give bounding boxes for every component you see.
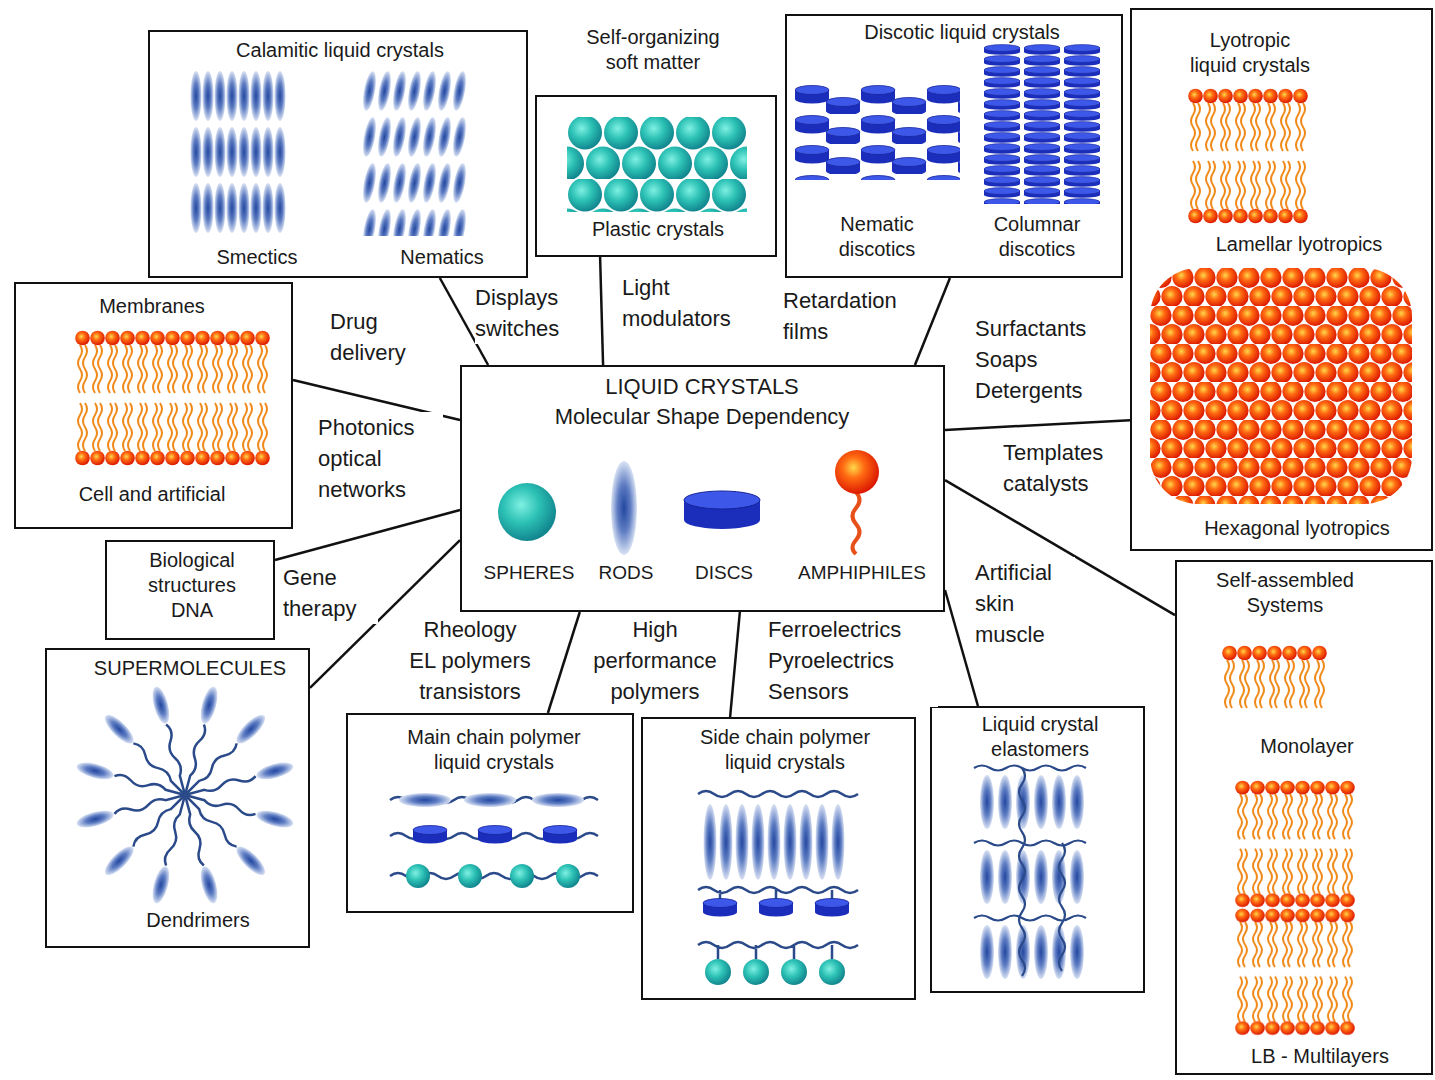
elastomer-figure (974, 766, 1086, 983)
application-label: High performance polymers (590, 614, 720, 707)
box-label: Nematic discotics (822, 212, 932, 262)
application-label: Templates catalysts (1003, 437, 1128, 499)
category-box: Lyotropic liquid crystalsLamellar lyotro… (1130, 8, 1433, 551)
multilayer-figure (1235, 780, 1355, 1036)
application-label: Artificial skin muscle (975, 557, 1075, 650)
category-box: Calamitic liquid crystalsSmectics Nematic… (148, 30, 528, 278)
nematic-figure (362, 68, 467, 236)
application-label: Light modulators (622, 272, 752, 334)
lamellar-figure (1188, 88, 1308, 224)
category-box: MembranesCell and artificial (14, 282, 293, 529)
box-title: Biological structures DNA (137, 548, 247, 623)
smectic-figure (190, 68, 286, 236)
box-title: Calamitic liquid crystals (236, 38, 444, 63)
connector-line (275, 510, 460, 560)
box-label: SPHERES (484, 561, 575, 585)
category-box: Discotic liquid crystalsNematic discotic… (785, 14, 1123, 278)
box-title: Liquid crystal elastomers (955, 712, 1125, 762)
box-title: LIQUID CRYSTALS (605, 373, 799, 401)
box-label: Cell and artificial (79, 482, 226, 507)
category-box: Main chain polymer liquid crystals (346, 713, 634, 913)
box-label: DISCS (695, 561, 753, 585)
box-label: Dendrimers (146, 908, 249, 933)
main-chain-figure (390, 793, 598, 888)
category-box: Side chain polymer liquid crystals (641, 717, 916, 1000)
connector-line (730, 612, 740, 717)
plastic-crystal-figure (567, 117, 747, 212)
box-title: Lyotropic liquid crystals (1187, 28, 1314, 78)
membrane-figure (75, 330, 270, 466)
application-label: Photonics optical networks (318, 412, 443, 505)
box-label: RODS (599, 561, 654, 585)
box-label: Plastic crystals (592, 217, 724, 242)
dendrimer-figure (75, 685, 295, 905)
connector-line (548, 612, 580, 713)
category-box: Self-assembled SystemsMonolayer LB - Mult… (1175, 560, 1433, 1075)
box-title: Discotic liquid crystals (864, 20, 1060, 45)
box-title: Side chain polymer liquid crystals (685, 725, 885, 775)
connector-line (600, 257, 603, 365)
application-label: Rheology EL polymers transistors (408, 614, 532, 707)
box-label: Nematics (400, 245, 483, 270)
nematic-discotic-figure (795, 84, 960, 180)
hub-box: LIQUID CRYSTALSMolecular Shape Dependenc… (460, 365, 945, 612)
columnar-discotic-figure (983, 44, 1103, 204)
category-box: Liquid crystal elastomers (930, 706, 1145, 993)
application-label: Gene therapy (283, 562, 378, 624)
application-label: Ferroelectrics Pyroelectrics Sensors (768, 614, 938, 707)
application-label: Retardation films (783, 285, 918, 347)
box-title: Self-assembled Systems (1200, 568, 1370, 618)
connector-line (915, 278, 950, 365)
box-title: Self-organizing soft matter (573, 25, 733, 75)
hexagonal-figure (1150, 268, 1412, 504)
category-box: Self-organizing soft matterPlastic cryst… (535, 95, 777, 257)
connector-line (945, 590, 978, 706)
shape-icons (498, 450, 879, 555)
box-label: Lamellar lyotropics (1216, 232, 1383, 257)
box-label: Monolayer (1260, 734, 1353, 759)
application-label: Drug delivery (330, 306, 430, 368)
box-label: Smectics (216, 245, 297, 270)
box-title: Main chain polymer liquid crystals (394, 725, 594, 775)
box-label: Columnar discotics (982, 212, 1092, 262)
connector-line (945, 420, 1130, 430)
category-box: SUPERMOLECULES Dendrimers (45, 648, 310, 948)
side-chain-figure (698, 791, 858, 985)
application-label: Surfactants Soaps Detergents (975, 313, 1110, 406)
box-label: LB - Multilayers (1251, 1044, 1389, 1069)
box-label: Hexagonal lyotropics (1204, 516, 1390, 541)
box-label: Molecular Shape Dependency (555, 403, 850, 431)
monolayer-figure (1222, 645, 1327, 713)
application-label: Displays switches (475, 282, 585, 344)
category-box: Biological structures DNA (105, 540, 275, 640)
box-title: SUPERMOLECULES (94, 656, 286, 681)
box-title: Membranes (99, 294, 205, 319)
box-label: AMPHIPHILES (798, 561, 926, 585)
